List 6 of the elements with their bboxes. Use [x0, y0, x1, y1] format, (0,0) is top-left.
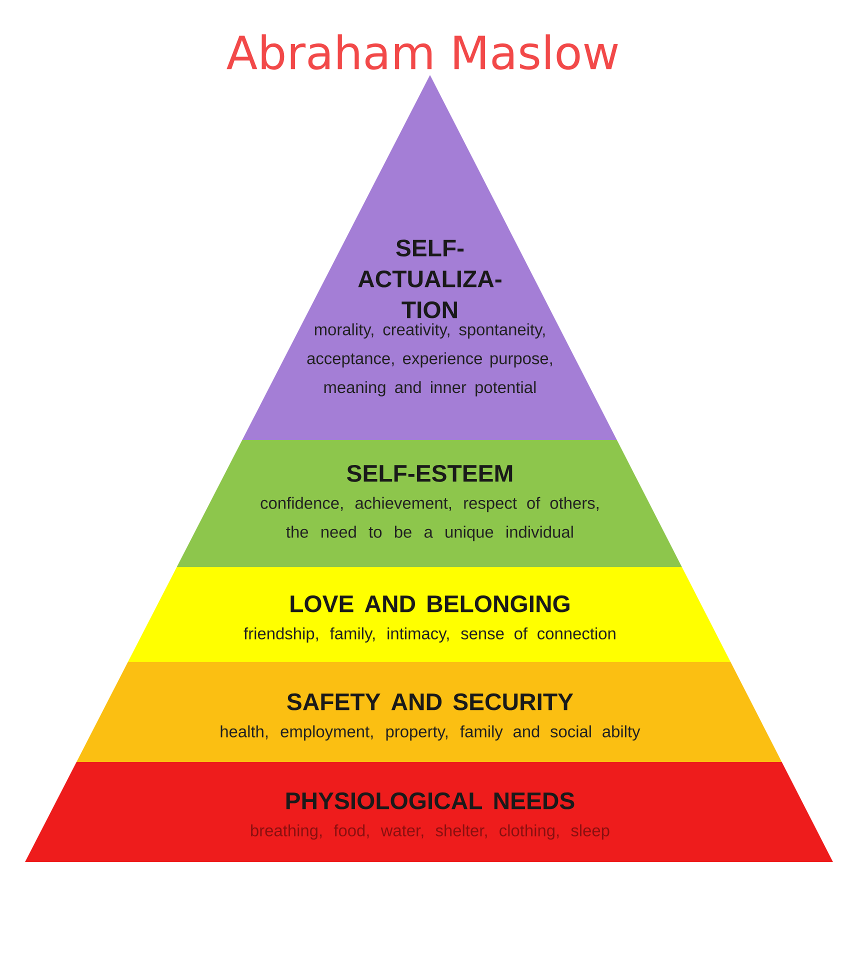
pyramid-level: LOVE AND BELONGING friendship, family, intimacy, sense of connection — [128, 567, 731, 662]
pyramid-level: SAFETY AND SECURITY health, employment, property, family and social abilty — [76, 662, 782, 762]
pyramid-level: SELF-ESTEEM confidence, achievement, respect of others, the need to be a unique individual — [176, 440, 682, 567]
pyramid-level: SELF- ACTUALIZA- TION morality, creativity, spontaneity, acceptance, experience purpose, meaning and inner potential — [242, 75, 617, 440]
pyramid-level: PHYSIOLOGICAL NEEDS breathing, food, water, shelter, clothing, sleep — [25, 762, 833, 862]
title: Abraham Maslow — [226, 34, 618, 70]
